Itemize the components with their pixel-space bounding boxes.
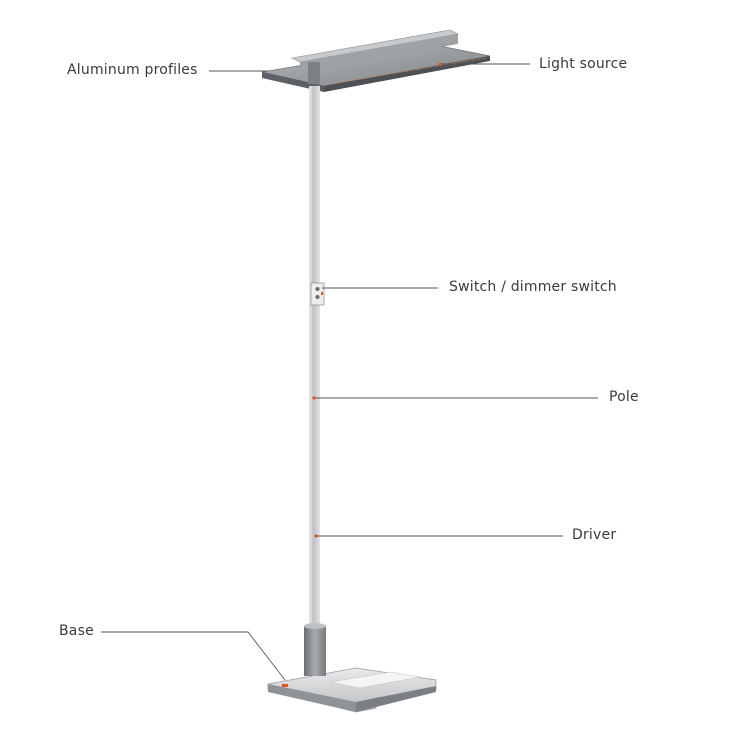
leader-lines [101,63,598,681]
pole-shaft [309,86,320,638]
label-pole: Pole [609,389,639,405]
label-driver: Driver [572,527,617,543]
label-aluminum-profiles: Aluminum profiles [67,62,198,78]
label-light-source: Light source [539,56,628,72]
lamp-head [261,29,491,92]
label-base: Base [59,623,94,639]
lamp-base [267,623,437,713]
switch-module [310,282,325,306]
label-switch-dimmer: Switch / dimmer switch [449,279,617,295]
marker-dots [312,62,442,538]
